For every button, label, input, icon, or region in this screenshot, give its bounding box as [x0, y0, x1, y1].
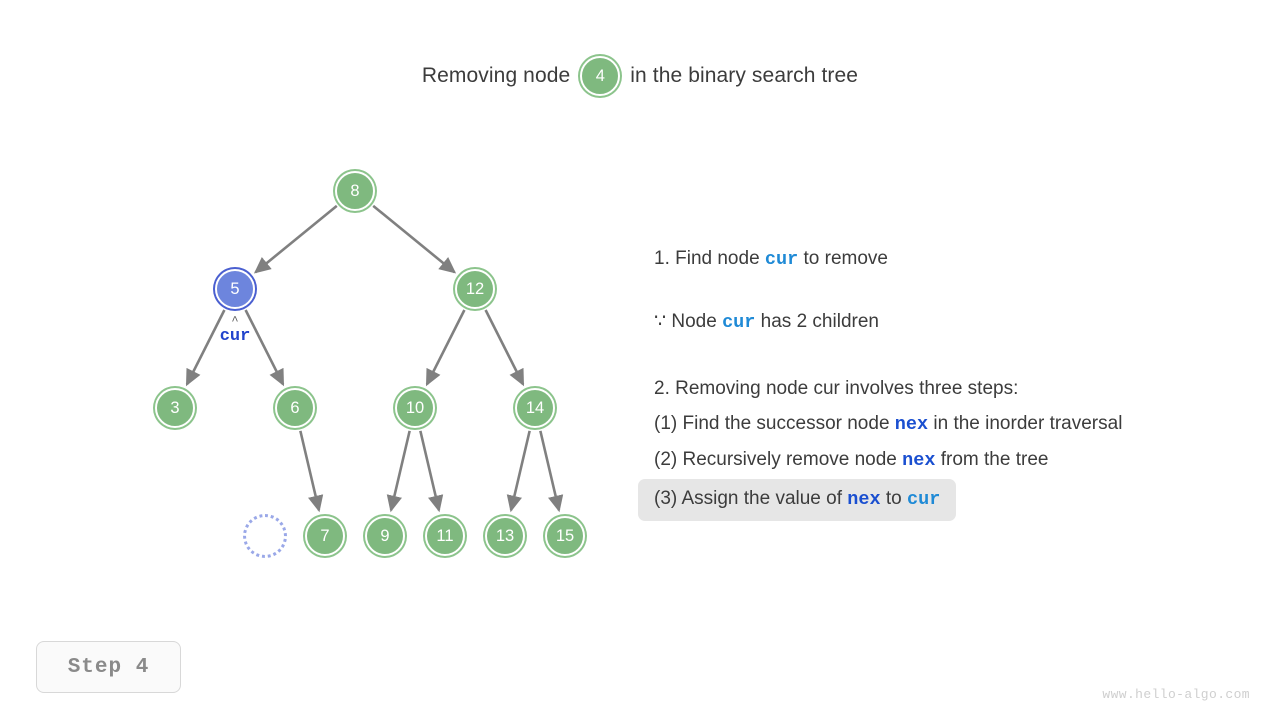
- tree-edge-10-11: [419, 430, 444, 513]
- line2-text-a: Node: [671, 311, 717, 332]
- tree-edge-5-6: [244, 309, 285, 387]
- step3-var-nex: nex: [847, 489, 881, 510]
- tree-edges-canvas: [185, 204, 564, 513]
- step2-var-nex: nex: [902, 450, 936, 471]
- cur-pointer-caret: ^: [231, 314, 239, 328]
- tree-node-15: 15: [545, 516, 585, 556]
- because-symbol: ∵: [654, 311, 667, 332]
- tree-node-6: 6: [275, 388, 315, 428]
- title-node-badge: 4: [580, 56, 621, 96]
- tree-node-11: 11: [425, 516, 465, 556]
- tree-edge-8-5: [253, 204, 338, 274]
- tree-edge-5-3: [185, 309, 226, 387]
- tree-edge-14-13: [506, 430, 531, 513]
- explanation-spacer-1: [654, 273, 1268, 309]
- tree-node-8: 8: [335, 171, 375, 211]
- line1-var-cur: cur: [764, 249, 799, 270]
- cur-pointer-label: cur: [219, 327, 251, 346]
- step-badge: Step 4: [36, 641, 181, 693]
- cur-pointer: ^ cur: [205, 314, 265, 347]
- explanation-line-3: 2. Removing node cur involves three step…: [654, 378, 1019, 399]
- tree-node-9: 9: [365, 516, 405, 556]
- tree-node-5: 5: [215, 269, 255, 309]
- tree-edge-12-10: [425, 309, 466, 387]
- tree-edge-12-14: [484, 309, 525, 387]
- removed-node-placeholder: [243, 514, 287, 558]
- explanation-substep-1: (1) Find the successor node nex in the i…: [654, 411, 1268, 438]
- step3-text-mid: to: [885, 488, 902, 509]
- watermark: www.hello-algo.com: [1102, 687, 1250, 702]
- tree-node-7: 7: [305, 516, 345, 556]
- tree-edge-14-15: [539, 430, 564, 513]
- explanation-panel: 1. Find node cur to remove ∵ Node cur ha…: [638, 246, 1268, 521]
- explanation-substep-3-highlight: (3) Assign the value of nex to cur: [638, 479, 957, 521]
- tree-edge-10-9: [386, 430, 411, 513]
- step3-var-cur: cur: [907, 489, 941, 510]
- explanation-line-1: 1. Find node cur to remove: [654, 246, 1268, 273]
- tree-edge-8-12: [372, 204, 457, 274]
- title-node-value: 4: [580, 56, 621, 96]
- step2-text-a: (2) Recursively remove node: [654, 449, 897, 470]
- tree-node-10: 10: [395, 388, 435, 428]
- tree-node-13: 13: [485, 516, 525, 556]
- explanation-substep-3-wrap: (3) Assign the value of nex to cur: [638, 474, 1268, 521]
- page-title-prefix: Removing node: [421, 64, 571, 87]
- step2-text-b: from the tree: [940, 449, 1049, 470]
- line2-text-b: has 2 children: [760, 311, 879, 332]
- line1-text-b: to remove: [803, 248, 888, 269]
- tree-edge-6-7: [299, 430, 324, 513]
- step1-text-b: in the inorder traversal: [933, 413, 1123, 434]
- tree-node-3: 3: [155, 388, 195, 428]
- page-title: Removing node 4 in the binary search tre…: [0, 56, 1280, 96]
- explanation-line-2: ∵ Node cur has 2 children: [654, 309, 1268, 336]
- page-title-suffix: in the binary search tree: [630, 64, 859, 87]
- tree-node-14: 14: [515, 388, 555, 428]
- step1-var-nex: nex: [894, 414, 929, 435]
- step1-text-a: (1) Find the successor node: [654, 413, 890, 434]
- tree-node-12: 12: [455, 269, 495, 309]
- explanation-substep-2: (2) Recursively remove node nex from the…: [654, 447, 1268, 474]
- explanation-spacer-2: [654, 336, 1268, 376]
- line2-var-cur: cur: [722, 312, 756, 333]
- line1-text-a: 1. Find node: [654, 248, 760, 269]
- step3-text-a: (3) Assign the value of: [654, 488, 842, 509]
